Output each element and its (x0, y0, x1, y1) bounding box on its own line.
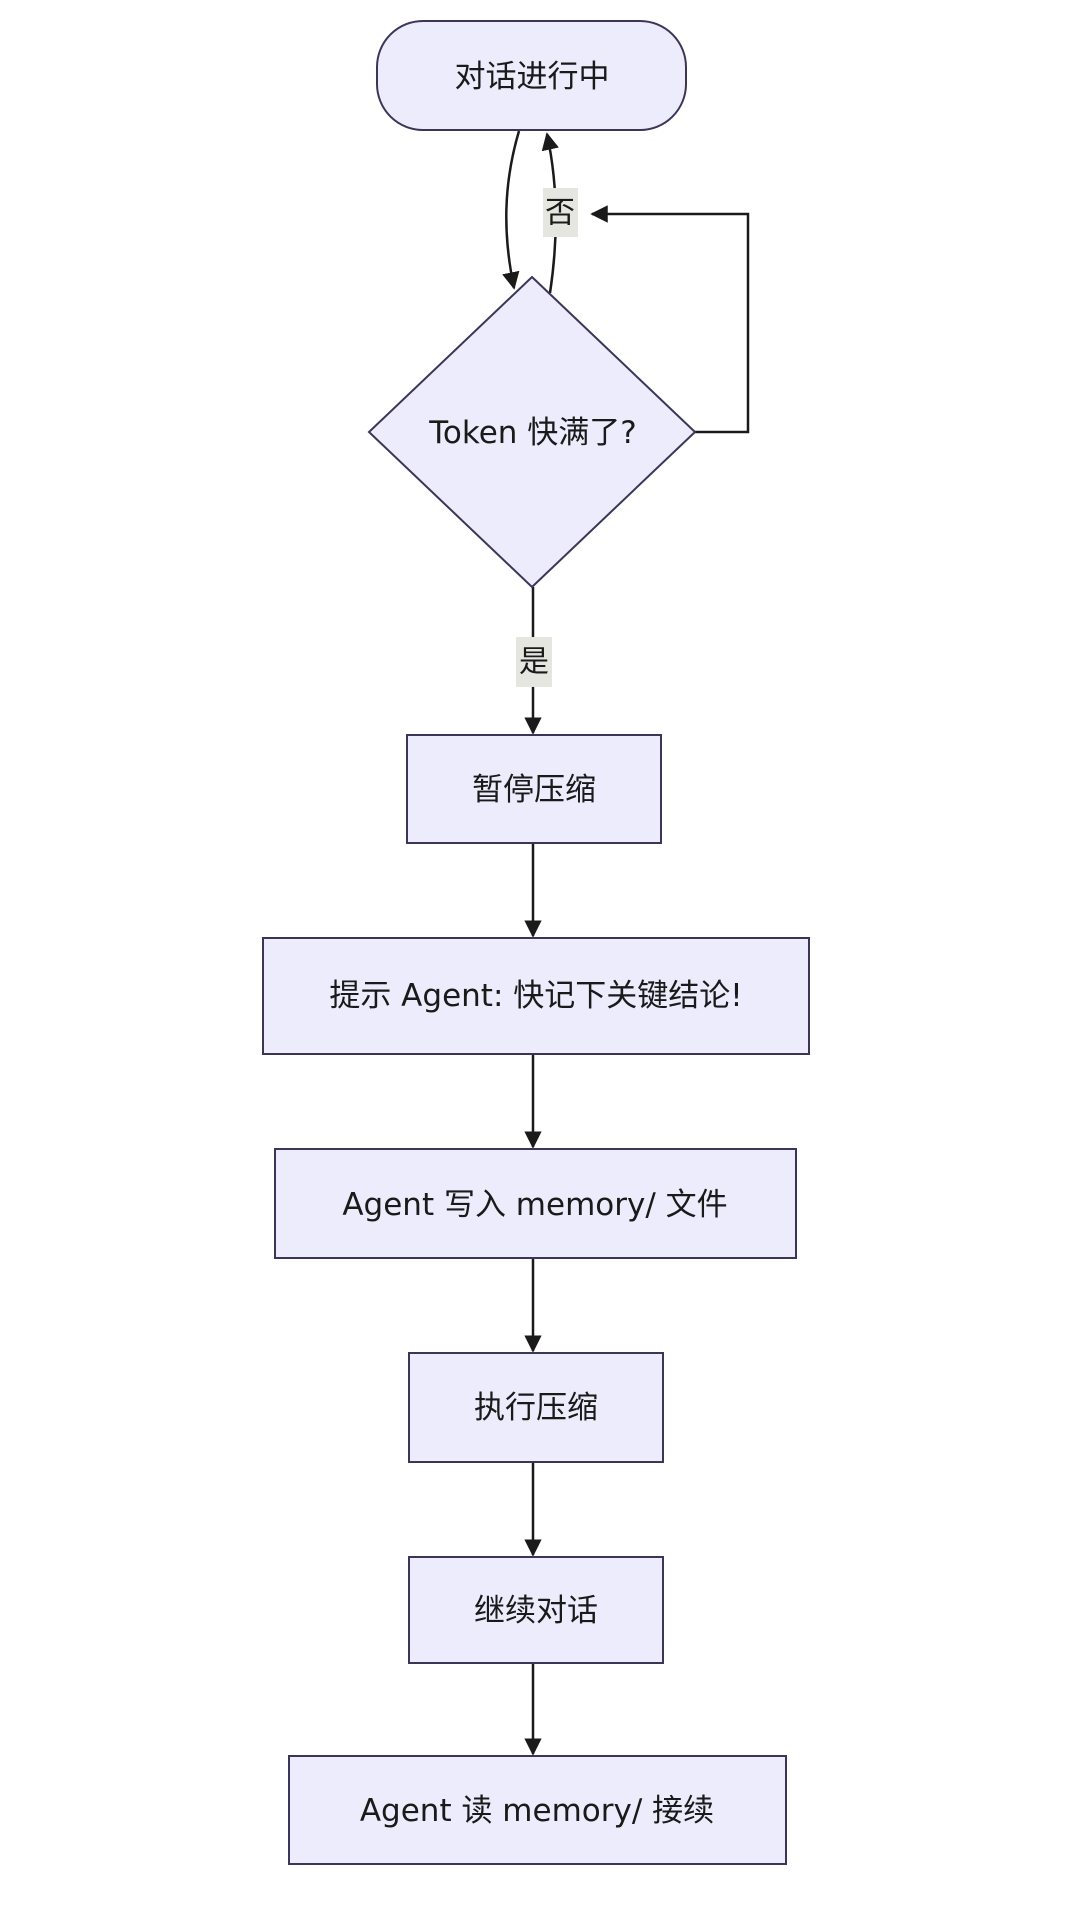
node-start-shape (376, 20, 687, 131)
node-prompt: 提示 Agent: 快记下关键结论! (262, 937, 810, 1055)
edge-decision-loop-no (590, 205, 750, 434)
node-read: Agent 读 memory/ 接续 (288, 1755, 787, 1865)
edge-label-yes-text: 是 (519, 645, 549, 680)
node-write: Agent 写入 memory/ 文件 (274, 1148, 797, 1259)
node-continue-shape (408, 1556, 664, 1664)
node-pause-shape (406, 734, 662, 844)
edge-start-to-decision (502, 130, 521, 290)
node-prompt-label: 提示 Agent: 快记下关键结论! (329, 978, 742, 1014)
node-compress-shape (408, 1352, 664, 1463)
node-continue: 继续对话 (408, 1556, 664, 1664)
node-pause: 暂停压缩 (406, 734, 662, 844)
node-decision-label: Token 快满了? (428, 415, 637, 451)
node-start: 对话进行中 (376, 20, 687, 131)
edge-label-no-text: 否 (545, 196, 575, 231)
edge-label-yes: 是 (516, 637, 552, 687)
node-compress: 执行压缩 (408, 1352, 664, 1463)
node-prompt-shape (262, 937, 810, 1055)
edges (502, 130, 750, 1756)
node-pause-label: 暂停压缩 (472, 772, 596, 808)
node-write-label: Agent 写入 memory/ 文件 (342, 1187, 727, 1223)
node-read-label: Agent 读 memory/ 接续 (360, 1793, 714, 1829)
node-continue-label: 继续对话 (474, 1593, 598, 1629)
node-read-shape (288, 1755, 787, 1865)
edge-label-no: 否 (543, 188, 578, 237)
node-write-shape (274, 1148, 797, 1259)
node-compress-label: 执行压缩 (474, 1390, 598, 1426)
node-decision: Token 快满了? (367, 275, 697, 589)
node-decision-shape (367, 275, 697, 589)
node-start-label: 对话进行中 (455, 59, 610, 95)
